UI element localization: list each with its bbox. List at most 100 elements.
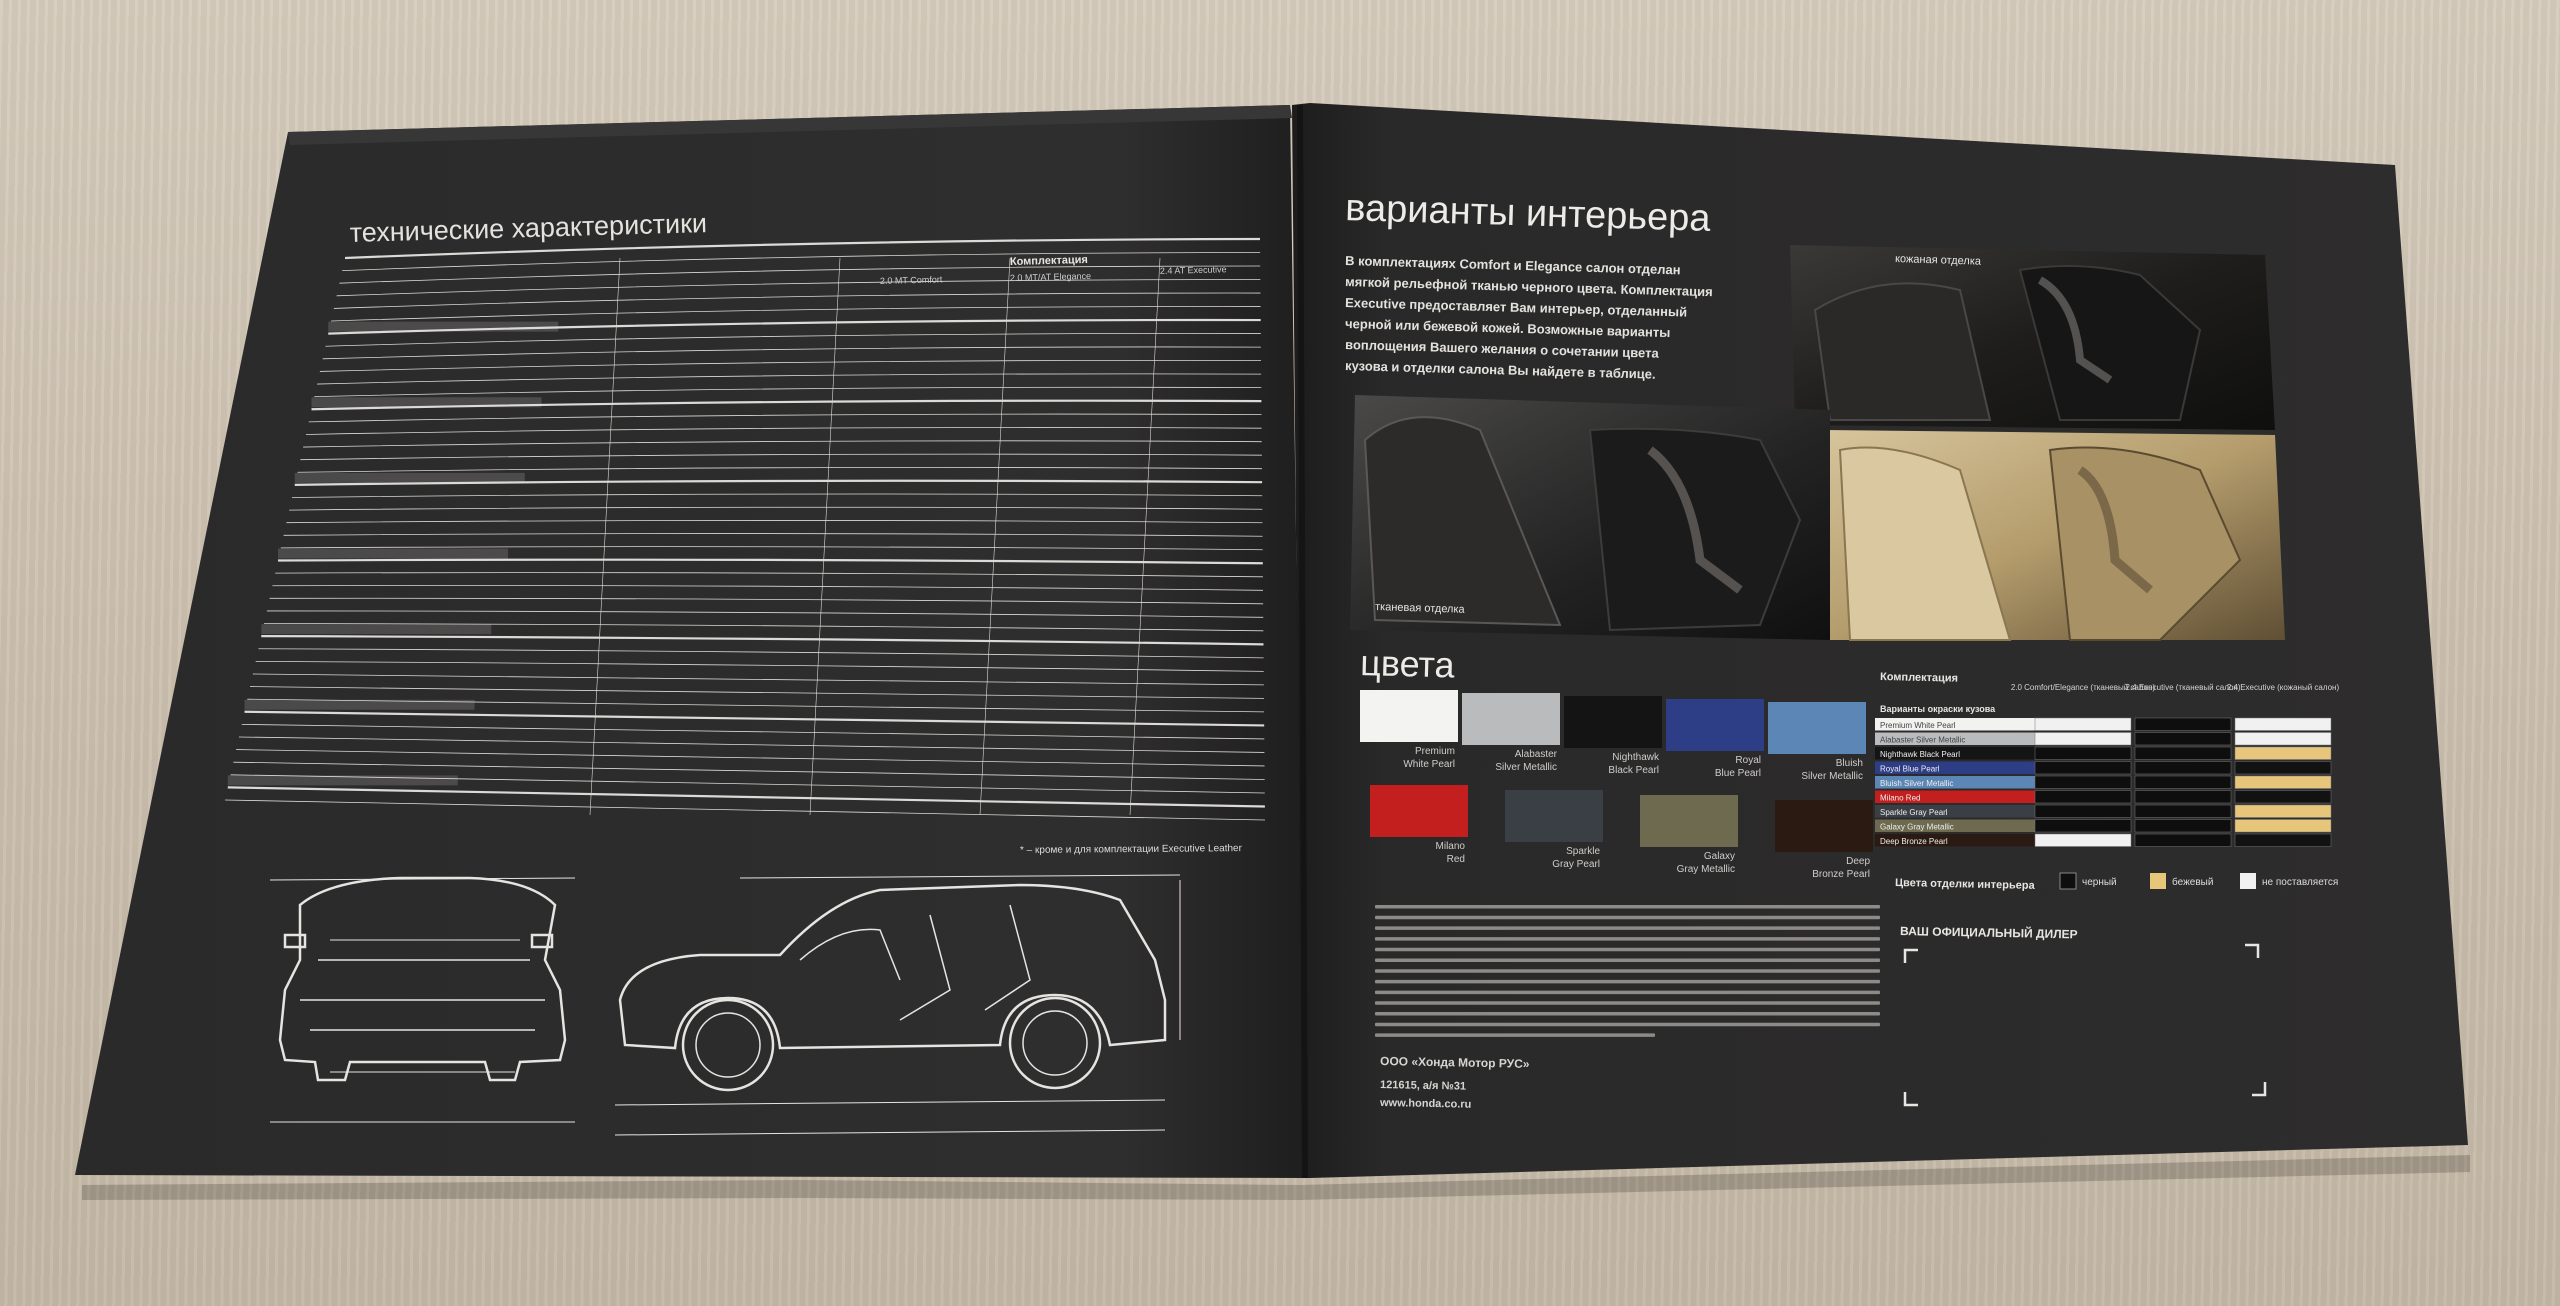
spec-row-line: [255, 660, 1264, 672]
spec-row-line: [339, 265, 1261, 284]
table-cell: [2134, 732, 2232, 746]
spec-section-band: [278, 548, 509, 559]
spec-row-line: [258, 648, 1264, 659]
table-cell: [2234, 746, 2332, 760]
spec-row-line: [322, 346, 1261, 360]
spec-section-band: [244, 699, 475, 710]
legend-none-swatch: [2240, 873, 2256, 889]
swatch-label: Bronze Pearl: [1812, 869, 1870, 880]
disclaimer-line: [1375, 1033, 1655, 1037]
disclaimer-line: [1375, 947, 1880, 952]
table-cell: [2034, 804, 2132, 818]
swatch-label: White Pearl: [1403, 759, 1455, 770]
spec-row-line: [269, 597, 1264, 605]
spec-row-line: [272, 585, 1264, 591]
spec-row-line: [291, 493, 1263, 498]
spec-row-line: [261, 635, 1264, 646]
swatch-label: Premium: [1415, 746, 1455, 757]
trim-legend: черный бежевый не поставляется: [2059, 872, 2338, 890]
spec-row-line: [233, 761, 1265, 780]
left-page: [75, 105, 1305, 1178]
table-cell: [2034, 819, 2132, 833]
table-row-swatch: [1875, 761, 2040, 774]
disclaimer-line: [1375, 1001, 1880, 1005]
swatch-label: Silver Metallic: [1801, 771, 1863, 782]
car-side-drawing: [614, 874, 1181, 1136]
swatch-label: Sparkle: [1566, 846, 1600, 857]
trim-colors-title: Цвета отделки интерьера: [1895, 877, 2036, 892]
color-swatch: [1462, 693, 1560, 745]
table-row-swatch: [1875, 718, 2040, 731]
spec-row-line: [308, 413, 1262, 423]
spec-row-line: [342, 252, 1261, 272]
table-cell: [2134, 804, 2232, 818]
spec-col-line: [589, 257, 621, 816]
interior-photos: [1350, 245, 2285, 641]
table-cell: [2034, 717, 2132, 731]
table-col-header: 2.4 Executive (тканевый салон): [2126, 683, 2241, 692]
spec-row-line: [244, 710, 1265, 727]
car-front-drawing: [269, 876, 576, 1123]
disclaimer-line: [1375, 926, 1880, 930]
swatch-label: Black Pearl: [1608, 765, 1659, 776]
legend-black-swatch: [2059, 872, 2077, 890]
spec-row-line: [275, 572, 1263, 578]
disclaimer-line: [1375, 905, 1880, 909]
spine: [1297, 104, 1308, 1179]
spec-row-line: [280, 546, 1263, 551]
fabric-caption: тканевая отделка: [1375, 601, 1466, 616]
swatch-label: Nighthawk: [1612, 752, 1660, 763]
table-cell: [2134, 746, 2232, 760]
spec-row-line: [264, 623, 1264, 632]
spec-row-line: [314, 386, 1262, 398]
spec-row-line: [317, 373, 1262, 385]
left-page-top-edge: [288, 105, 1292, 145]
disclaimer-line: [1375, 958, 1880, 962]
leather-caption: кожаная отделка: [1895, 253, 1982, 268]
table-cell: [2234, 775, 2332, 789]
table-cell: [2134, 775, 2232, 789]
specs-col-header: Комплектация: [1010, 254, 1088, 268]
spec-row-line: [328, 318, 1261, 335]
spec-row-line: [331, 306, 1261, 322]
spec-row-line: [294, 479, 1263, 486]
spec-row-line: [227, 786, 1265, 808]
table-row-label: Milano Red: [1880, 794, 1920, 803]
dealer-title: ВАШ ОФИЦИАЛЬНЫЙ ДИЛЕР: [1900, 923, 2078, 941]
disclaimer-text: [1375, 905, 1880, 1037]
trim-1: 2.0 MT Comfort: [880, 274, 943, 286]
color-swatch: [1370, 785, 1468, 837]
color-swatch: [1564, 696, 1662, 748]
specs-footnote: * – кроме и для комплектации Executive L…: [1020, 843, 1243, 856]
table-cell: [2134, 790, 2232, 804]
disclaimer-line: [1375, 969, 1880, 973]
table-cell: [2234, 790, 2332, 804]
table-col-header: 2.0 Comfort/Elegance (тканевый салон): [2011, 683, 2156, 692]
spec-row-line: [325, 333, 1261, 347]
color-swatch: [1666, 699, 1764, 751]
spec-col-line: [809, 257, 841, 816]
swatch-label: Blue Pearl: [1715, 768, 1761, 779]
spec-row-line: [303, 440, 1262, 448]
disclaimer-line: [1375, 915, 1880, 920]
spec-section-band: [328, 321, 559, 332]
spec-row-line: [224, 799, 1266, 821]
table-cell: [2234, 833, 2332, 847]
table-cell: [2234, 819, 2332, 833]
table-row-label: Deep Bronze Pearl: [1880, 837, 1948, 846]
spec-row-line: [333, 292, 1261, 309]
color-swatch: [1640, 795, 1738, 847]
table-cell: [2134, 833, 2232, 847]
legend-none-label: не поставляется: [2262, 877, 2338, 888]
table-cell: [2134, 761, 2232, 775]
swatch-label: Bluish: [1836, 758, 1863, 769]
swatch-label: Deep: [1846, 856, 1870, 867]
table-row-label: Nighthawk Black Pearl: [1880, 750, 1960, 759]
company-name: ООО «Хонда Мотор РУС»: [1380, 1054, 1530, 1071]
swatch-label: Gray Metallic: [1677, 864, 1735, 875]
color-swatch: [1775, 800, 1873, 852]
table-header: Комплектация: [1880, 671, 1958, 685]
spec-col-line: [979, 257, 1011, 816]
disclaimer-line: [1375, 1022, 1880, 1027]
